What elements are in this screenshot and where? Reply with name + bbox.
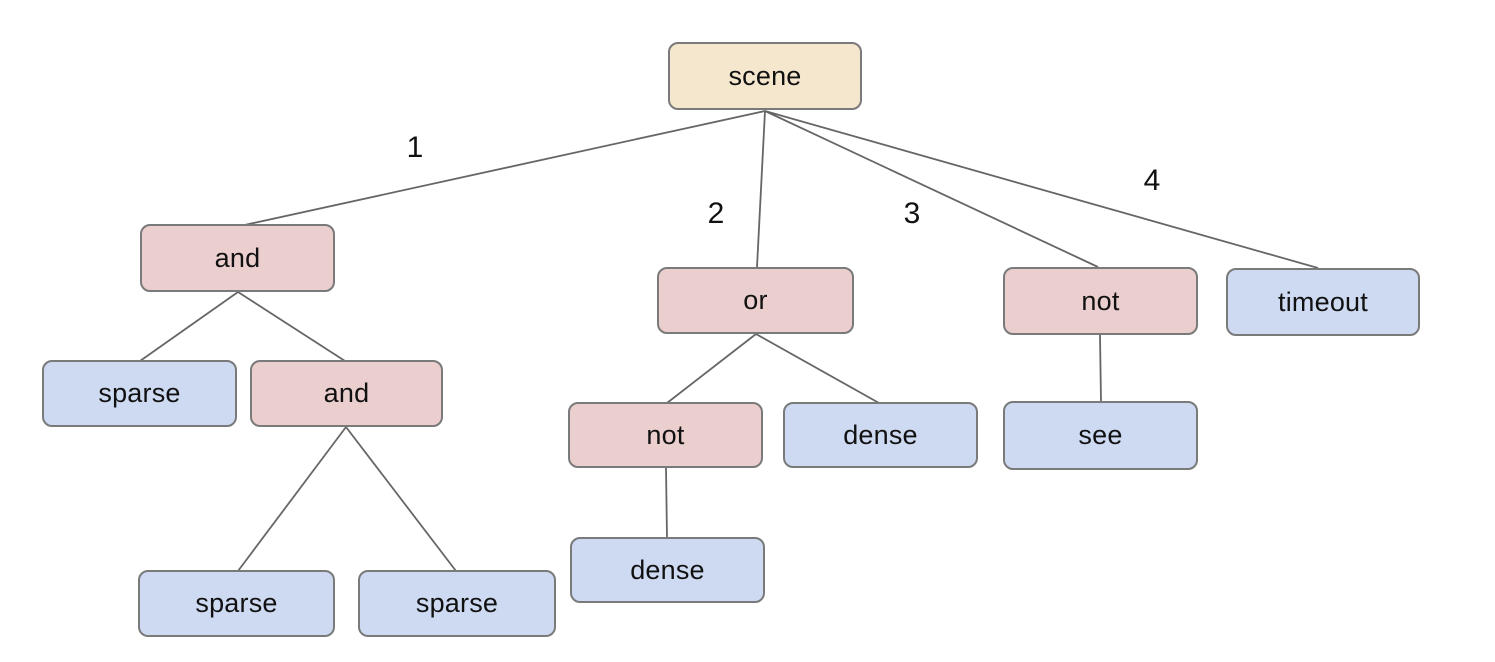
edge-label-3: 3: [903, 197, 921, 230]
edge-not2-dense: [665, 467, 668, 539]
node-not-1: not: [1003, 267, 1198, 335]
node-dense-1: dense: [783, 402, 978, 468]
edge-and-and: [237, 291, 346, 362]
node-and-1: and: [140, 224, 335, 292]
node-sparse-3: sparse: [358, 570, 556, 637]
node-dense-2: dense: [570, 537, 765, 603]
edge-label-2: 2: [707, 197, 725, 230]
edge-or-dense: [755, 333, 880, 404]
edge-scene-and: [239, 110, 766, 227]
edge-scene-or: [756, 110, 766, 268]
node-or: or: [657, 267, 854, 334]
edge-label-4: 4: [1143, 164, 1161, 197]
node-not-2: not: [568, 402, 763, 468]
edge-not-see: [1099, 334, 1102, 403]
node-sparse-2: sparse: [138, 570, 335, 637]
node-scene: scene: [668, 42, 862, 110]
edge-and2-sparse-right: [345, 426, 457, 572]
edge-scene-timeout: [764, 110, 1319, 269]
node-and-2: and: [250, 360, 443, 427]
edge-and2-sparse-left: [237, 426, 347, 572]
node-sparse-1: sparse: [42, 360, 237, 427]
edge-or-not: [666, 333, 757, 404]
node-timeout: timeout: [1226, 268, 1420, 336]
edge-scene-not: [764, 110, 1099, 268]
edge-label-1: 1: [406, 131, 424, 164]
edge-and-sparse: [139, 291, 239, 362]
node-see: see: [1003, 401, 1198, 470]
